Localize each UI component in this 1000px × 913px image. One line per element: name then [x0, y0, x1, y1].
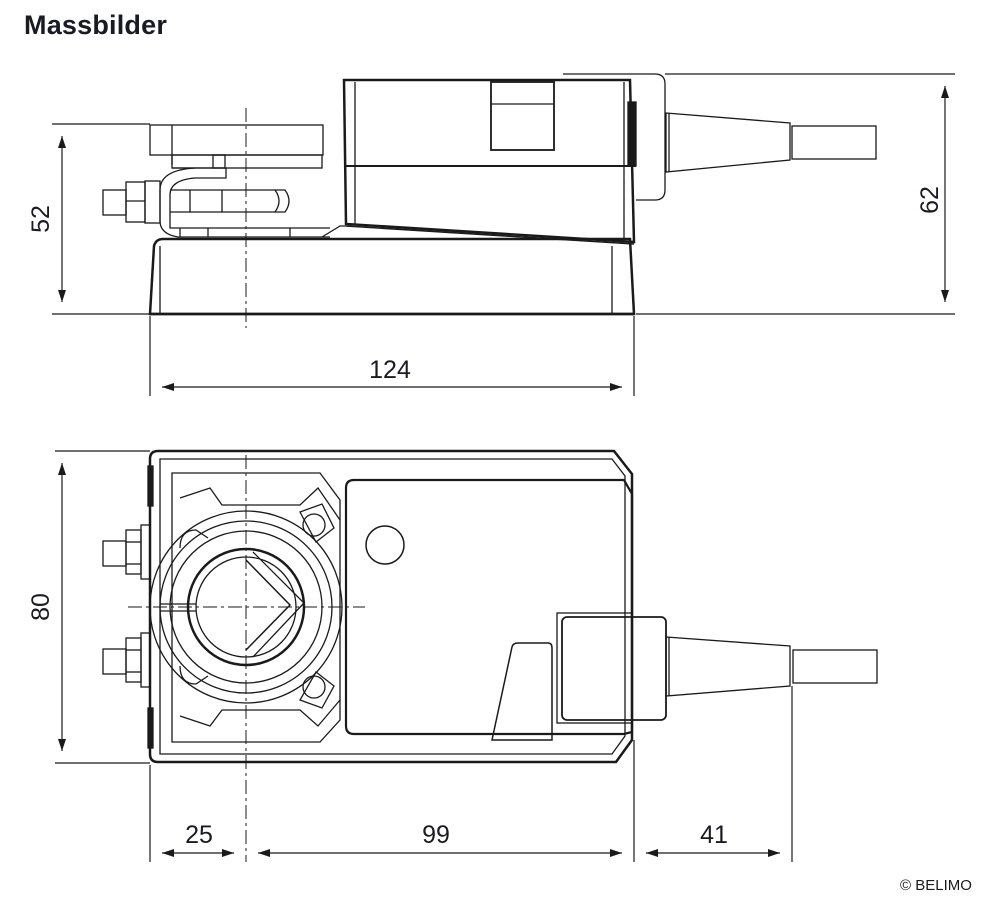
side-clamp: [102, 124, 346, 238]
top-dimensions: [55, 450, 793, 862]
copyright-notice: © BELIMO: [900, 877, 972, 894]
page-title: Massbilder: [24, 10, 168, 40]
dim-cable-41: 41: [700, 821, 728, 849]
dim-body-99: 99: [422, 821, 450, 849]
side-cable: [563, 73, 877, 201]
side-base: [148, 237, 636, 316]
top-body-outline: [147, 449, 634, 764]
top-terminals: [102, 524, 151, 688]
dim-height-52: 52: [27, 205, 55, 233]
side-housing: [342, 78, 637, 245]
dim-height-62: 62: [916, 186, 944, 214]
dim-width-80: 80: [27, 593, 55, 621]
top-view: [102, 449, 878, 862]
side-dimensions: [52, 73, 955, 396]
dim-offset-25: 25: [185, 821, 213, 849]
dim-length-124: 124: [369, 356, 411, 384]
top-cable: [556, 612, 878, 724]
side-view: [102, 73, 877, 328]
top-cover: [344, 478, 634, 741]
